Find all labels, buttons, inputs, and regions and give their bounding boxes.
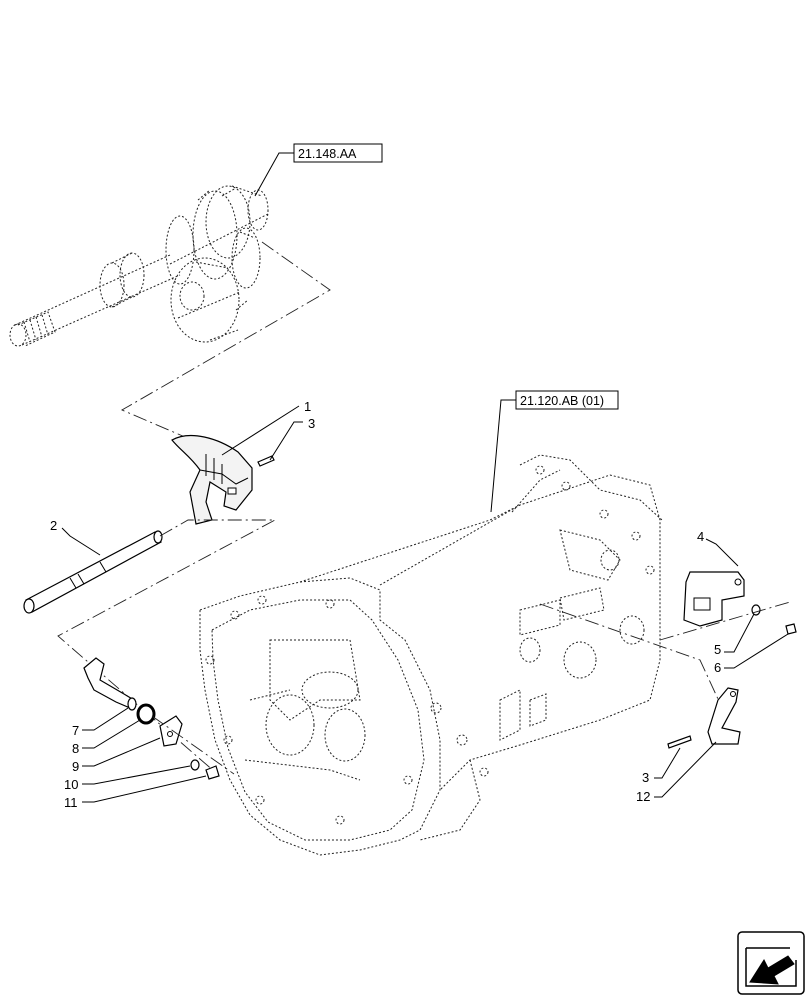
- svg-text:3: 3: [642, 770, 649, 785]
- phantom-line-4: [151, 715, 235, 775]
- svg-text:1: 1: [304, 399, 311, 414]
- callout-2: 2: [50, 518, 101, 556]
- callout-5: 5: [714, 613, 755, 657]
- callout-1: 1: [221, 399, 311, 456]
- plate-part-9: [159, 715, 183, 747]
- svg-text:3: 3: [308, 416, 315, 431]
- callout-10: 10: [64, 765, 191, 792]
- callout-7: 7: [72, 707, 129, 738]
- svg-text:12: 12: [636, 789, 650, 804]
- svg-text:10: 10: [64, 777, 78, 792]
- selector-lever-part-7: [83, 657, 137, 711]
- svg-text:5: 5: [714, 642, 721, 657]
- reference-leader-upper: [254, 152, 294, 197]
- seal-ring-part-8: [136, 703, 156, 725]
- transmission-housing: [199, 454, 663, 856]
- svg-text:9: 9: [72, 759, 79, 774]
- callout-3-upper: 3: [269, 416, 315, 461]
- pin-part-3-lower: [667, 735, 692, 749]
- reference-leader-housing: [490, 399, 516, 513]
- bracket-part-4: [683, 571, 745, 627]
- callout-12: 12: [636, 741, 717, 804]
- callout-11: 11: [64, 775, 207, 810]
- washer-part-5: [751, 604, 761, 616]
- svg-text:4: 4: [697, 529, 704, 544]
- shift-fork-part-1: [171, 434, 253, 525]
- callout-4: 4: [697, 529, 739, 567]
- washer-part-10: [190, 759, 200, 771]
- shift-rod-part-2: [23, 530, 163, 614]
- reference-box-housing[interactable]: 21.120.AB (01): [515, 390, 619, 410]
- svg-text:7: 7: [72, 723, 79, 738]
- callout-8: 8: [72, 719, 141, 756]
- next-page-arrow-icon[interactable]: [737, 931, 805, 995]
- callout-3-lower: 3: [642, 747, 681, 785]
- reference-label-upper: 21.148.AA: [298, 147, 357, 161]
- svg-text:6: 6: [714, 660, 721, 675]
- svg-text:11: 11: [64, 795, 78, 810]
- reference-box-upper[interactable]: 21.148.AA: [293, 143, 383, 163]
- lever-part-12: [707, 687, 741, 745]
- bolt-part-6: [785, 623, 797, 635]
- callout-6: 6: [714, 633, 789, 675]
- svg-text:8: 8: [72, 741, 79, 756]
- pin-part-3-upper: [257, 455, 275, 467]
- reference-label-housing: 21.120.AB (01): [520, 394, 604, 408]
- screw-part-11: [205, 765, 220, 780]
- phantom-line-3: [539, 601, 791, 713]
- svg-text:2: 2: [50, 518, 57, 533]
- gear-shaft-assembly: [9, 185, 269, 347]
- phantom-line-2: [57, 519, 276, 773]
- phantom-line-1: [120, 241, 331, 441]
- callout-9: 9: [72, 737, 161, 774]
